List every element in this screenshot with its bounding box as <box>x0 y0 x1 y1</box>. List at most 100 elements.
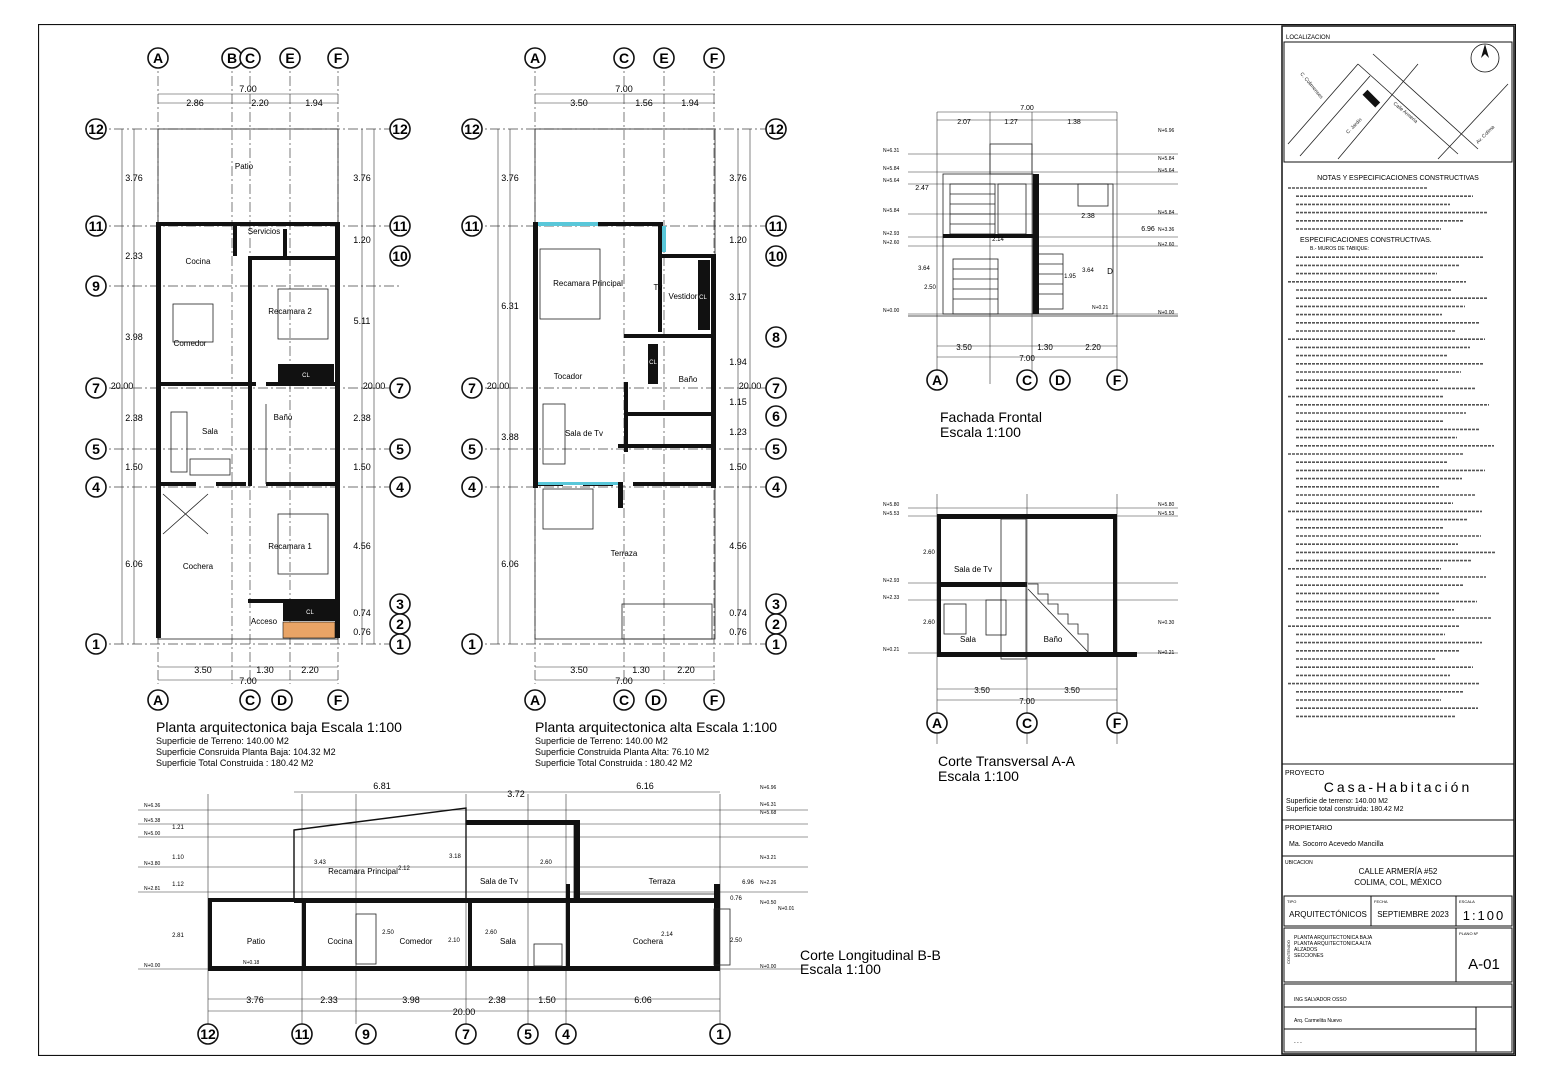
room-label: Vestidor <box>669 292 698 301</box>
axis-bubble: 11 <box>465 218 480 234</box>
dimension: 6.31 <box>501 301 519 311</box>
content-item: PLANTA ARQUITECTONICA BAJA <box>1294 935 1373 941</box>
dimension: 3.64 <box>1082 268 1094 274</box>
dimension: 6.06 <box>125 559 143 569</box>
axis-bubble: F <box>710 50 719 66</box>
axis-bubble: 1 <box>716 1026 724 1042</box>
dimension: 2.50 <box>924 285 936 291</box>
axis-bubble: F <box>710 692 719 708</box>
reviewer-name: Arq. Carmelita Nuevo <box>1294 1018 1342 1024</box>
project-info: Superficie de terreno: 140.00 M2 <box>1286 798 1388 805</box>
axis-bubble: D <box>277 692 287 708</box>
dimension: 7.00 <box>239 84 257 94</box>
address-line: COLIMA, COL, MÉXICO <box>1354 878 1442 887</box>
dimension: 2.38 <box>353 413 371 423</box>
dimension: 1.27 <box>1004 119 1018 126</box>
axis-bubble: 12 <box>464 121 480 137</box>
notes-title: NOTAS Y ESPECIFICACIONES CONSTRUCTIVAS <box>1317 175 1479 182</box>
dimension: 2.20 <box>677 665 695 675</box>
content-item: PLANTA ARQUITECTONICA ALTA <box>1294 941 1372 947</box>
room-label: Baño <box>274 413 293 422</box>
level-mark: N+3.36 <box>1158 227 1174 233</box>
axis-bubble: 6 <box>772 408 780 424</box>
dimension: 1.30 <box>256 665 274 675</box>
axis-bubble: 5 <box>92 441 100 457</box>
closet-label: CL <box>302 373 310 379</box>
axis-bubble: C <box>245 692 255 708</box>
dimension: 1.56 <box>635 98 653 108</box>
room-label: Sala <box>202 427 219 436</box>
level-mark: N+0.21 <box>883 647 899 653</box>
room-label: Sala <box>960 635 977 644</box>
title-block-frame <box>1281 25 1515 1055</box>
location-label: LOCALIZACION <box>1286 35 1330 41</box>
dimension: 20.00 <box>487 381 510 391</box>
level-mark: N+5.68 <box>760 810 776 816</box>
plan-info: Superficie Construida Planta Alta: 76.10… <box>535 747 709 757</box>
location-label: UBICACION <box>1285 860 1313 866</box>
room-label: Patio <box>235 162 254 171</box>
axis-bubble: 12 <box>88 121 104 137</box>
dimension: 2.12 <box>398 866 410 872</box>
level-mark: N+2.93 <box>883 578 899 584</box>
dimension: 2.20 <box>251 98 269 108</box>
axis-bubble: E <box>659 50 668 66</box>
dimension: 2.14 <box>992 237 1004 243</box>
level-mark: N+5.38 <box>144 818 160 824</box>
dimension: 2.60 <box>540 860 552 866</box>
axis-bubble: 5 <box>524 1026 532 1042</box>
level-mark: N+0.30 <box>1158 620 1174 626</box>
axis-bubble: C <box>619 50 629 66</box>
axis-bubble: C <box>245 50 255 66</box>
dimension: 6.96 <box>742 880 754 886</box>
blueprint-canvas: Patio Servicios Cocina Recamara 2 Comedo… <box>37 23 1517 1057</box>
plan-info: Superficie Total Construida : 180.42 M2 <box>156 758 313 768</box>
title-block: LOCALIZACION C. Colimenses Calle Armeria… <box>1282 35 1514 1053</box>
room-label: Sala <box>500 937 517 946</box>
dimension: 3.17 <box>729 292 747 302</box>
closet-label: CL <box>306 610 314 616</box>
dimension: 3.50 <box>570 665 588 675</box>
room-label: Recamara Principal <box>328 867 398 876</box>
dimension: 0.76 <box>353 627 371 637</box>
level-mark: N+0.21 <box>1092 305 1108 311</box>
axis-bubble: A <box>153 692 163 708</box>
dimension: 1.21 <box>172 825 184 831</box>
address-line: CALLE ARMERÍA #52 <box>1359 867 1438 876</box>
dimension: 2.33 <box>320 995 338 1005</box>
dimension: 6.16 <box>636 781 654 791</box>
level-mark: N+2.93 <box>883 231 899 237</box>
dimension: 3.76 <box>125 173 143 183</box>
dimension: 2.86 <box>186 98 204 108</box>
dimension: 3.76 <box>353 173 371 183</box>
axis-bubble: 7 <box>92 380 100 396</box>
level-mark: N+2.81 <box>144 886 160 892</box>
axis-bubble: 4 <box>92 479 100 495</box>
dimension: 2.07 <box>957 119 971 126</box>
dimension: 1.50 <box>353 462 371 472</box>
plan-info: Superficie de Terreno: 140.00 M2 <box>535 736 668 746</box>
dimension: 2.33 <box>125 251 143 261</box>
dimension: 0.76 <box>729 627 747 637</box>
axis-bubble: D <box>651 692 661 708</box>
level-mark: N+0.00 <box>883 308 899 314</box>
room-label: Patio <box>247 937 266 946</box>
level-mark: N+5.64 <box>1158 168 1174 174</box>
dimension: 3.98 <box>402 995 420 1005</box>
axis-bubble: 8 <box>772 329 780 345</box>
project-info: Superficie total construida: 180.42 M2 <box>1286 806 1404 813</box>
level-mark: N+5.80 <box>883 502 899 508</box>
blank-field: - - - <box>1294 1040 1302 1046</box>
axis-bubble: 5 <box>396 441 404 457</box>
axis-bubble: 4 <box>396 479 404 495</box>
axis-bubble: C <box>1022 715 1032 731</box>
sheet-number: A-01 <box>1468 956 1500 973</box>
axis-bubble: 1 <box>92 636 100 652</box>
dimension: 7.00 <box>1020 105 1034 112</box>
level-mark: N+0.00 <box>144 963 160 969</box>
dimension: 3.50 <box>974 686 990 695</box>
level-mark: N+0.50 <box>760 900 776 906</box>
content-label: CONTENIDO <box>1286 940 1291 964</box>
axis-bubble: A <box>530 50 540 66</box>
dimension: 3.72 <box>507 789 525 799</box>
